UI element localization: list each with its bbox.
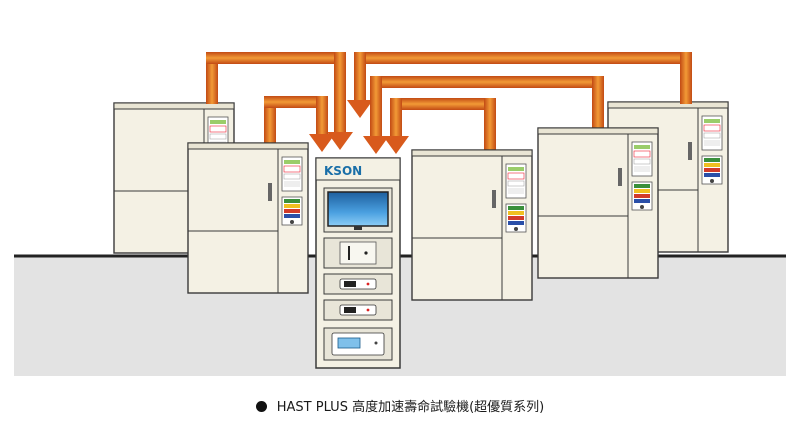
control-rack: KSON [315, 157, 401, 369]
chamber-front-left [187, 142, 309, 294]
brand-logo: KSON [324, 164, 362, 178]
caption-text: HAST PLUS 高度加速壽命試驗機(超優質系列) [276, 400, 545, 415]
chamber-center-right [411, 149, 533, 301]
chamber-front-right [537, 127, 659, 279]
caption: HAST PLUS 高度加速壽命試驗機(超優質系列) [0, 396, 800, 415]
monitor-screen [327, 191, 389, 227]
bullet-icon [255, 401, 267, 412]
duct-network [206, 52, 692, 154]
